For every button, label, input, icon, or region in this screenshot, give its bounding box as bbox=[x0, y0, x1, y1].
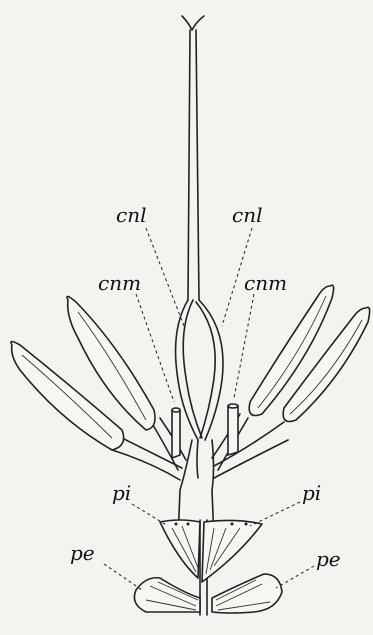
label-cnl-right: cnl bbox=[232, 203, 262, 227]
label-cnm-right: cnm bbox=[244, 271, 287, 295]
label-pe-right: pe bbox=[316, 547, 341, 571]
label-cnm-left: cnm bbox=[98, 271, 141, 295]
label-pi-right: pi bbox=[302, 481, 321, 505]
label-pe-left: pe bbox=[70, 541, 95, 565]
label-cnl-left: cnl bbox=[116, 203, 146, 227]
label-pi-left: pi bbox=[112, 481, 131, 505]
